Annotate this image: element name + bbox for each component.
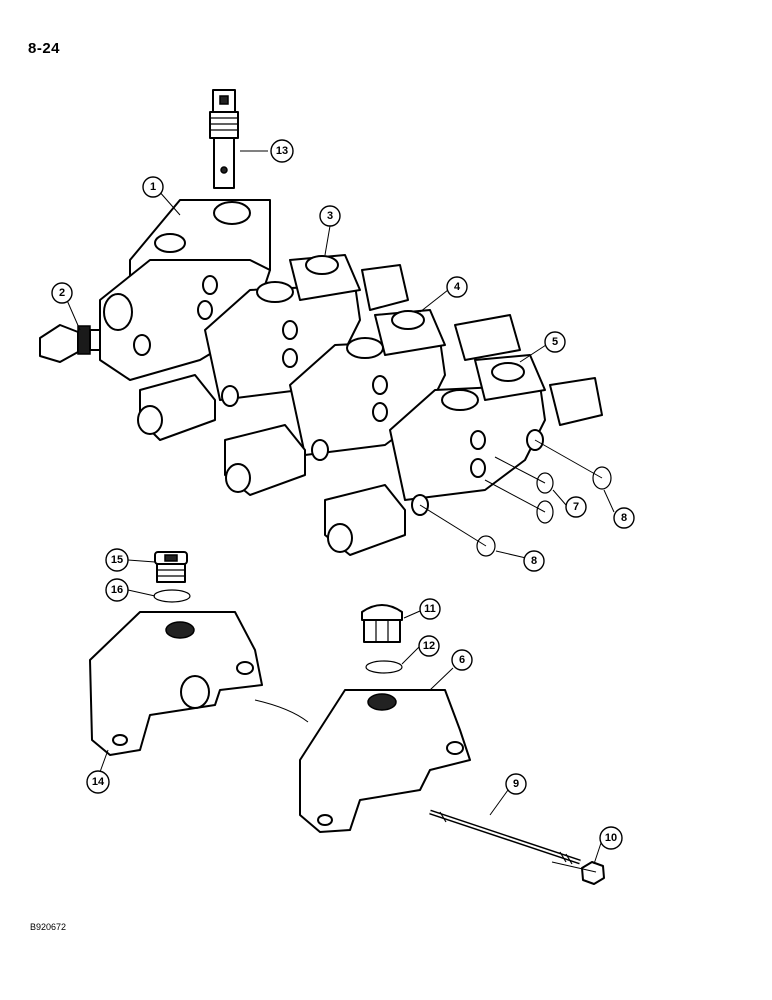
callout-12: 12 <box>418 635 440 657</box>
callout-4: 4 <box>446 276 468 298</box>
o-rings-section <box>419 439 612 557</box>
left-end-cover <box>89 611 263 756</box>
callout-10: 10 <box>599 826 623 850</box>
svg-text:14: 14 <box>92 776 105 788</box>
outlet-plug-o-ring <box>365 660 403 674</box>
relief-valve-cartridge <box>209 89 239 189</box>
callout-5: 5 <box>544 331 566 353</box>
svg-text:10: 10 <box>605 832 617 844</box>
svg-text:11: 11 <box>424 603 436 615</box>
end-cap-o-ring <box>153 589 191 603</box>
callout-7: 7 <box>565 496 587 518</box>
svg-text:3: 3 <box>327 210 333 222</box>
callout-15: 15 <box>105 548 129 572</box>
work-section-3 <box>324 354 603 556</box>
right-end-cover <box>299 689 471 833</box>
svg-text:8: 8 <box>531 555 537 567</box>
callout-11: 11 <box>419 598 441 620</box>
page-number: 8-24 <box>28 40 61 57</box>
callout-2: 2 <box>51 282 73 304</box>
svg-text:12: 12 <box>423 640 435 652</box>
svg-text:2: 2 <box>59 287 65 299</box>
svg-text:8: 8 <box>621 512 627 524</box>
outlet-plug <box>361 604 403 643</box>
tie-rod <box>429 809 581 865</box>
callout-14: 14 <box>86 770 110 794</box>
callout-13: 13 <box>270 139 294 163</box>
callout-8-upper: 8 <box>613 507 635 529</box>
callout-1: 1 <box>142 176 164 198</box>
assembly-arrow <box>254 699 309 723</box>
inlet-plug-fitting <box>39 324 101 363</box>
svg-text:9: 9 <box>513 778 519 790</box>
svg-text:7: 7 <box>573 501 579 513</box>
svg-text:16: 16 <box>111 584 123 596</box>
drawing-code: B920672 <box>30 922 67 932</box>
callout-16: 16 <box>105 578 129 602</box>
callout-8-lower: 8 <box>523 550 545 572</box>
svg-text:15: 15 <box>111 554 123 566</box>
callout-9: 9 <box>505 773 527 795</box>
svg-text:6: 6 <box>459 654 465 666</box>
callout-6: 6 <box>451 649 473 671</box>
tie-rod-nut <box>581 861 605 885</box>
leader-lines <box>65 150 615 873</box>
svg-text:4: 4 <box>454 281 461 293</box>
svg-text:1: 1 <box>150 181 156 193</box>
svg-text:13: 13 <box>276 145 288 157</box>
svg-text:5: 5 <box>552 336 558 348</box>
end-cap-plug <box>154 551 188 583</box>
callout-3: 3 <box>319 205 341 227</box>
